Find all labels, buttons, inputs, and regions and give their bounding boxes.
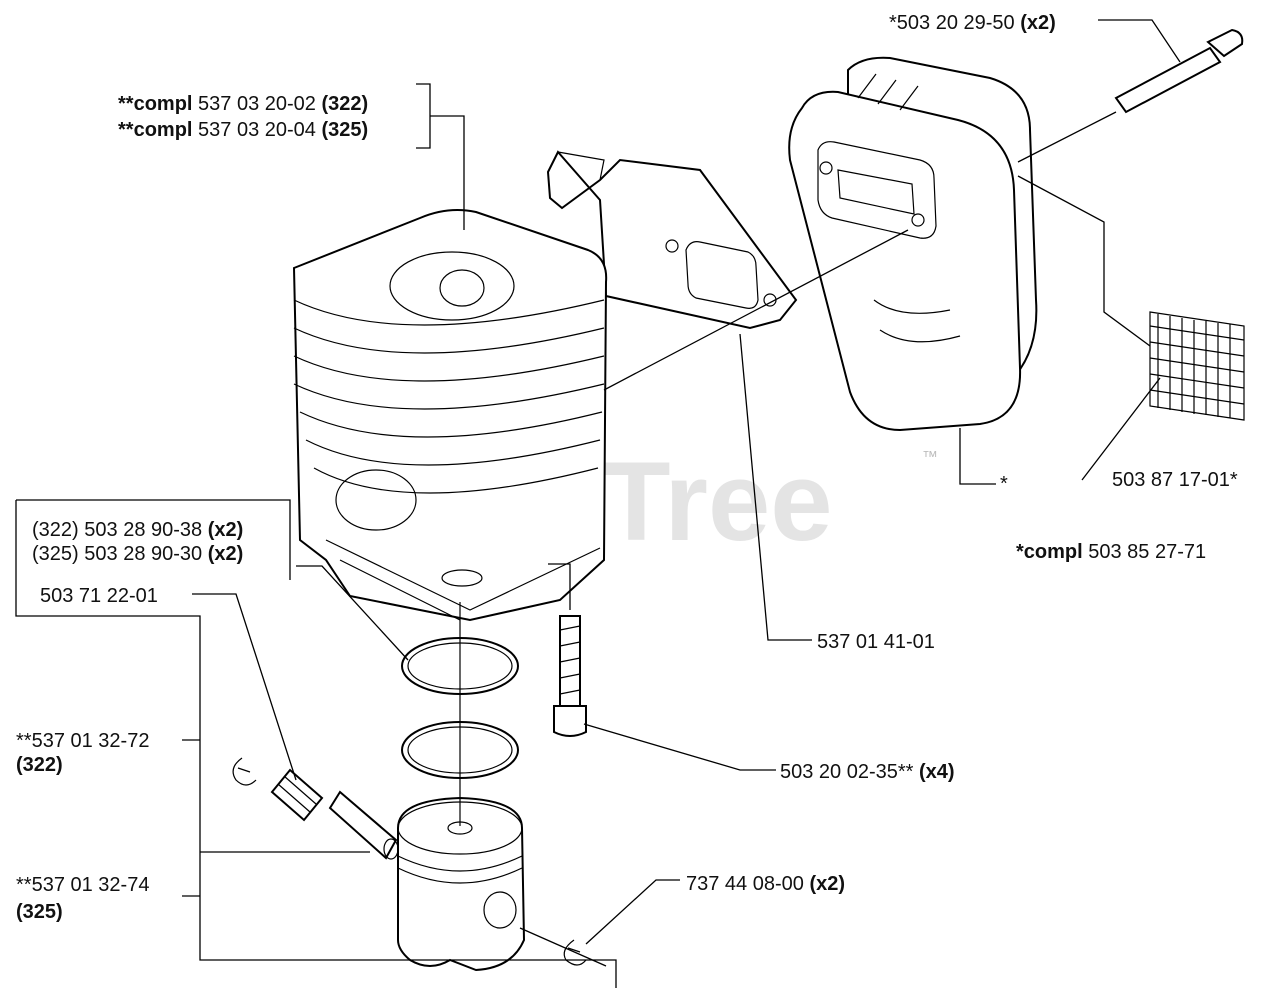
label-piston-325-model: (325)	[16, 901, 63, 923]
label-gasket: 537 01 41-01	[817, 631, 935, 653]
label-cylinder-322: **compl 537 03 20-02 (322)	[118, 93, 368, 115]
leader-cylinder	[416, 83, 465, 230]
label-cylinder-bolt: 503 20 02-35** (x4)	[780, 761, 955, 783]
watermark-trademark: ™	[922, 449, 938, 466]
label-cylinder-325: **compl 537 03 20-04 (325)	[118, 119, 368, 141]
bracket-piston-ticks	[182, 739, 200, 897]
cylinder-illustration	[292, 209, 608, 622]
leader-bolt-top	[1098, 19, 1181, 63]
label-muffler-compl: *compl 503 85 27-71	[1016, 541, 1206, 563]
leader-screen-top	[1017, 175, 1151, 347]
piston-pin-illustration	[328, 790, 399, 860]
label-circlip: 737 44 08-00 (x2)	[686, 873, 845, 895]
circlip-left-illustration	[232, 757, 257, 786]
label-bearing: 503 71 22-01	[40, 585, 158, 607]
leader-screen	[1081, 377, 1161, 481]
spark-screen-illustration	[1149, 311, 1245, 421]
leader-rings	[296, 565, 409, 661]
leader-gasket	[739, 333, 812, 641]
bracket-rings	[16, 499, 291, 580]
label-piston-325-num: **537 01 32-74	[16, 874, 149, 896]
leader-cylinder-bolt-top	[548, 563, 571, 610]
leader-piston-right	[519, 927, 607, 967]
muffler-illustration	[788, 56, 1038, 432]
leader-bolt-through	[1017, 111, 1117, 163]
label-bolt-top: *503 20 29-50 (x2)	[889, 12, 1056, 34]
leader-bolt-cyl	[583, 723, 776, 771]
needle-bearing-illustration	[270, 768, 324, 822]
cylinder-bolt-illustration	[553, 615, 587, 737]
label-ring-325: (325) 503 28 90-30 (x2)	[32, 543, 243, 565]
piston-illustration	[397, 796, 526, 972]
leader-cylinder-muffler	[603, 229, 909, 391]
label-muffler-star: *	[1000, 473, 1008, 495]
label-ring-322: (322) 503 28 90-38 (x2)	[32, 519, 243, 541]
leader-piston-group	[15, 500, 617, 988]
leader-muffler-star	[959, 428, 996, 485]
label-piston-322-model: (322)	[16, 754, 63, 776]
label-piston-322-num: **537 01 32-72	[16, 730, 149, 752]
muffler-bolt-illustration	[1114, 28, 1244, 114]
label-spark-screen: 503 87 17-01*	[1112, 469, 1238, 491]
leader-bearing	[192, 593, 297, 781]
leader-circlip	[585, 879, 680, 945]
